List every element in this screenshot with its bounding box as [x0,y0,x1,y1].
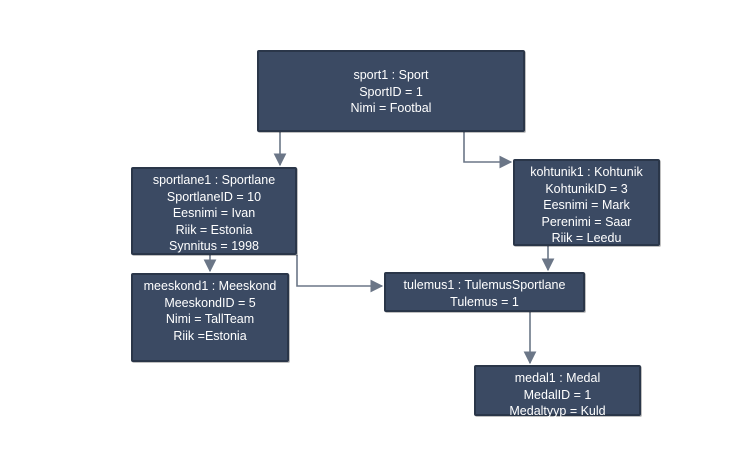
node-medal1-attr-medaltyyp: Medaltyyp = Kuld [509,404,606,418]
node-kohtunik1[interactable]: kohtunik1 : Kohtunik KohtunikID = 3 Eesn… [513,159,660,246]
node-sportlane1-attr-riik: Riik = Estonia [175,222,253,237]
node-meeskond1[interactable]: meeskond1 : Meeskond MeeskondID = 5 Nimi… [131,273,289,362]
node-medal1-attr-medalid: MedalID = 1 [523,387,592,402]
connector-sportlane1-tulemus1 [296,255,384,293]
node-sport1-attr-nimi: Nimi = Footbal [350,101,432,115]
node-kohtunik1-attr-kohtunikid: KohtunikID = 3 [545,181,628,196]
node-sportlane1-attr-synnitus: Synnitus = 1998 [169,239,259,253]
node-sport1-title: sport1 : Sport [353,68,429,82]
connector-sport1-kohtunik1 [463,132,513,169]
node-meeskond1-attr-nimi: Nimi = TallTeam [165,312,255,326]
node-kohtunik1-title: kohtunik1 : Kohtunik [530,165,643,179]
node-meeskond1-attr-meeskondid: MeeskondID = 5 [164,295,256,310]
node-kohtunik1-attr-eesnimi: Eesnimi = Mark [543,198,630,212]
node-sport1[interactable]: sport1 : Sport SportID = 1 Nimi = Footba… [257,50,525,132]
node-medal1-title: medal1 : Medal [514,371,601,385]
node-kohtunik1-attr-perenimi: Perenimi = Saar [541,214,632,229]
node-sport1-attr-sportid: SportID = 1 [359,84,423,99]
node-meeskond1-title: meeskond1 : Meeskond [143,279,277,293]
node-sportlane1[interactable]: sportlane1 : Sportlane SportlaneID = 10 … [131,167,297,255]
node-meeskond1-attr-riik: Riik =Estonia [173,328,247,343]
node-tulemus1-attr-tulemus: Tulemus = 1 [450,294,519,309]
node-sportlane1-title: sportlane1 : Sportlane [152,173,276,187]
node-sportlane1-attr-eesnimi: Eesnimi = Ivan [172,206,256,220]
node-kohtunik1-attr-riik: Riik = Leedu [551,231,622,245]
node-sportlane1-attr-sportlaneid: SportlaneID = 10 [166,189,262,204]
node-tulemus1-title: tulemus1 : TulemusSportlane [403,278,566,292]
node-medal1[interactable]: medal1 : Medal MedalID = 1 Medaltyyp = K… [474,365,641,418]
node-tulemus1[interactable]: tulemus1 : TulemusSportlane Tulemus = 1 [384,272,585,312]
